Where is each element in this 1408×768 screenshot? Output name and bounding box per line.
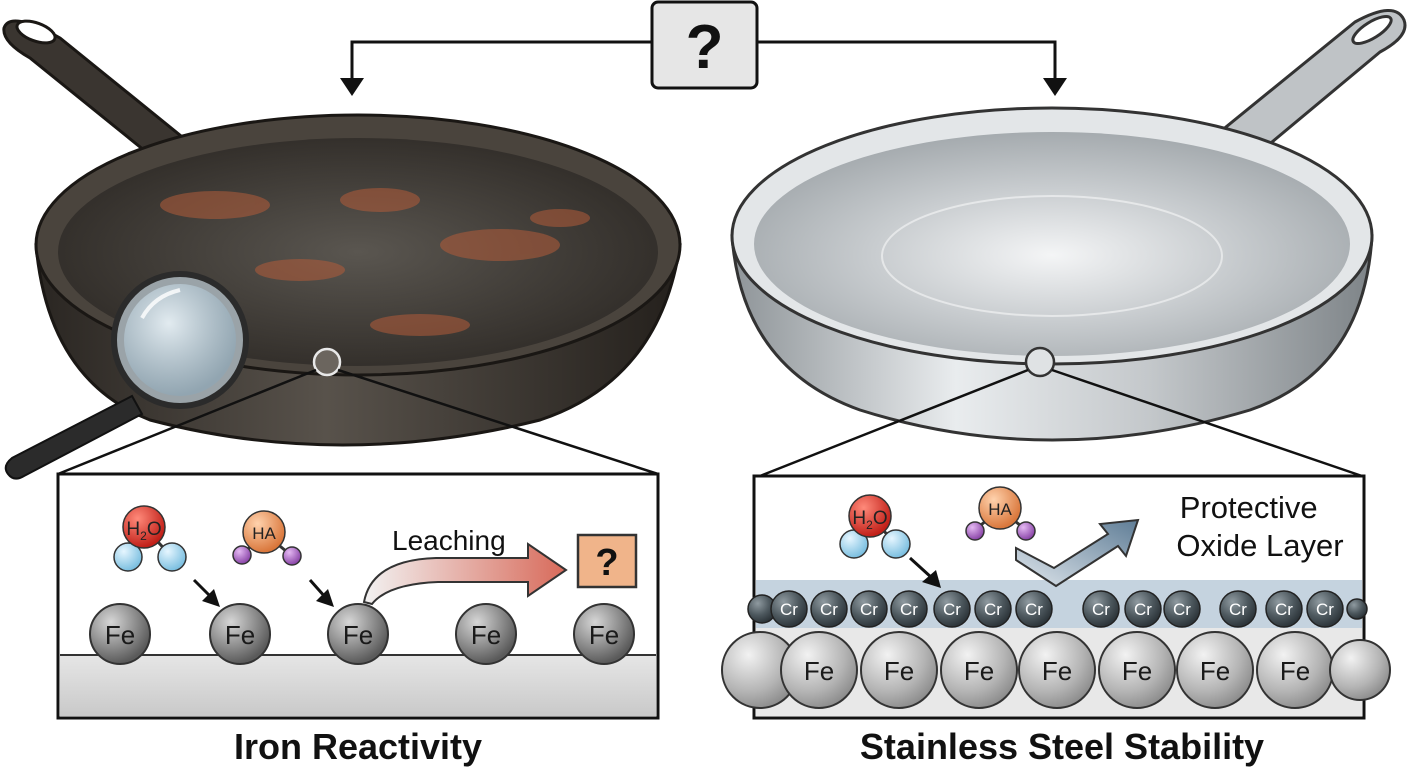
fe-atom [860,631,938,709]
cr-atom-label: Cr [1025,600,1043,619]
fe-atom [940,631,1018,709]
pan-handle-right [1207,9,1407,164]
cr-atom [770,590,808,628]
fe-atom [89,603,151,665]
handle-hole [15,19,57,45]
cr-atom-label: Cr [820,600,838,619]
cr-atom [1124,590,1162,628]
cr-atom [850,590,888,628]
stainless-pan [730,9,1407,442]
fe-atom-label: Fe [1042,656,1072,686]
acid-molecule-left: HA [232,510,302,566]
cr-atom-label: Cr [943,600,961,619]
fe-atom-label: Fe [1200,656,1230,686]
cr-atom-label: Cr [1316,600,1334,619]
arrowhead-left [340,78,364,96]
leaching-arrow [362,542,568,606]
zoom-spot-right [1024,346,1056,378]
iron-atoms: Fe Fe Fe Fe Fe [89,603,635,665]
question-connector [350,40,1057,82]
unknown-product-mark: ? [595,542,618,584]
fe-atom-label: Fe [343,620,373,650]
zoom-lines-right [759,368,1363,478]
attack-arrow [908,556,934,580]
deflection-arrow [1015,518,1140,588]
fe-atom [573,603,635,665]
cr-edge-atom [1346,598,1368,620]
cr-atom-label: Cr [780,600,798,619]
fe-atom [209,603,271,665]
fe-atom [1018,631,1096,709]
svg-text:HA: HA [988,500,1012,519]
stainless-steel-title: Stainless Steel Stability [859,726,1265,767]
fe-atom [1098,631,1176,709]
magnifying-glass-icon [4,271,249,480]
cr-atom [1082,590,1120,628]
svg-text:H2O: H2O [126,519,161,543]
cr-atom-label: Cr [900,600,918,619]
fe-atom-label: Fe [589,620,619,650]
iron-surface [60,655,656,716]
fe-atom-label: Fe [964,656,994,686]
fe-atom [327,603,389,665]
fe-atom-label: Fe [1122,656,1152,686]
acid-molecule-right: HA [965,486,1036,541]
cr-atom [1163,590,1201,628]
steel-zoom-panel: Fe Fe Fe Fe Fe Fe Fe Cr [721,474,1391,720]
chromium-atoms: Cr Cr Cr Cr Cr Cr Cr Cr Cr Cr Cr Cr Cr [747,590,1368,628]
svg-text:HA: HA [252,524,276,543]
handle-slot [1351,15,1393,45]
cr-atom-label: Cr [1134,600,1152,619]
cr-atom-label: Cr [984,600,1002,619]
fe-atom-label: Fe [884,656,914,686]
fe-atom-label: Fe [105,620,135,650]
pan-interior-right [754,132,1350,356]
fe-atom [780,631,858,709]
fe-edge-atom [1329,639,1391,701]
water-molecule-left: H2O [113,505,187,572]
fe-atom-label: Fe [471,620,501,650]
fe-atom-label: Fe [1280,656,1310,686]
water-molecule-right: H2O [839,494,911,559]
cr-atom [1265,590,1303,628]
oxide-layer-label: Protective Oxide Layer [1176,490,1343,563]
cr-atom [1015,590,1053,628]
zoom-lines-left [57,368,659,476]
cr-atom [890,590,928,628]
cr-atom-label: Cr [1173,600,1191,619]
cr-atom [810,590,848,628]
svg-text:H2O: H2O [852,508,887,532]
fe-atom-label: Fe [225,620,255,650]
zoom-spot-left [312,347,342,377]
fe-atom [455,603,517,665]
cast-iron-pan [2,19,682,447]
iron-reactivity-title: Iron Reactivity [233,726,483,767]
cr-atom-label: Cr [1229,600,1247,619]
question-box [650,0,759,90]
rust-patches [160,188,590,336]
cr-atom [974,590,1012,628]
cr-atom [933,590,971,628]
fe-atom [1176,631,1254,709]
leaching-label: Leaching [392,525,506,556]
steel-iron-atoms: Fe Fe Fe Fe Fe Fe Fe [721,631,1391,709]
iron-zoom-panel: H2O HA Leaching ? [56,472,660,720]
cr-atom-label: Cr [1275,600,1293,619]
cr-atom [1219,590,1257,628]
unknown-product-box [576,533,638,589]
question-mark: ? [686,13,724,82]
cr-atom [1306,590,1344,628]
cr-atom-label: Cr [860,600,878,619]
arrowhead-right [1043,78,1067,96]
cr-atom-label: Cr [1092,600,1110,619]
fe-atom-label: Fe [804,656,834,686]
